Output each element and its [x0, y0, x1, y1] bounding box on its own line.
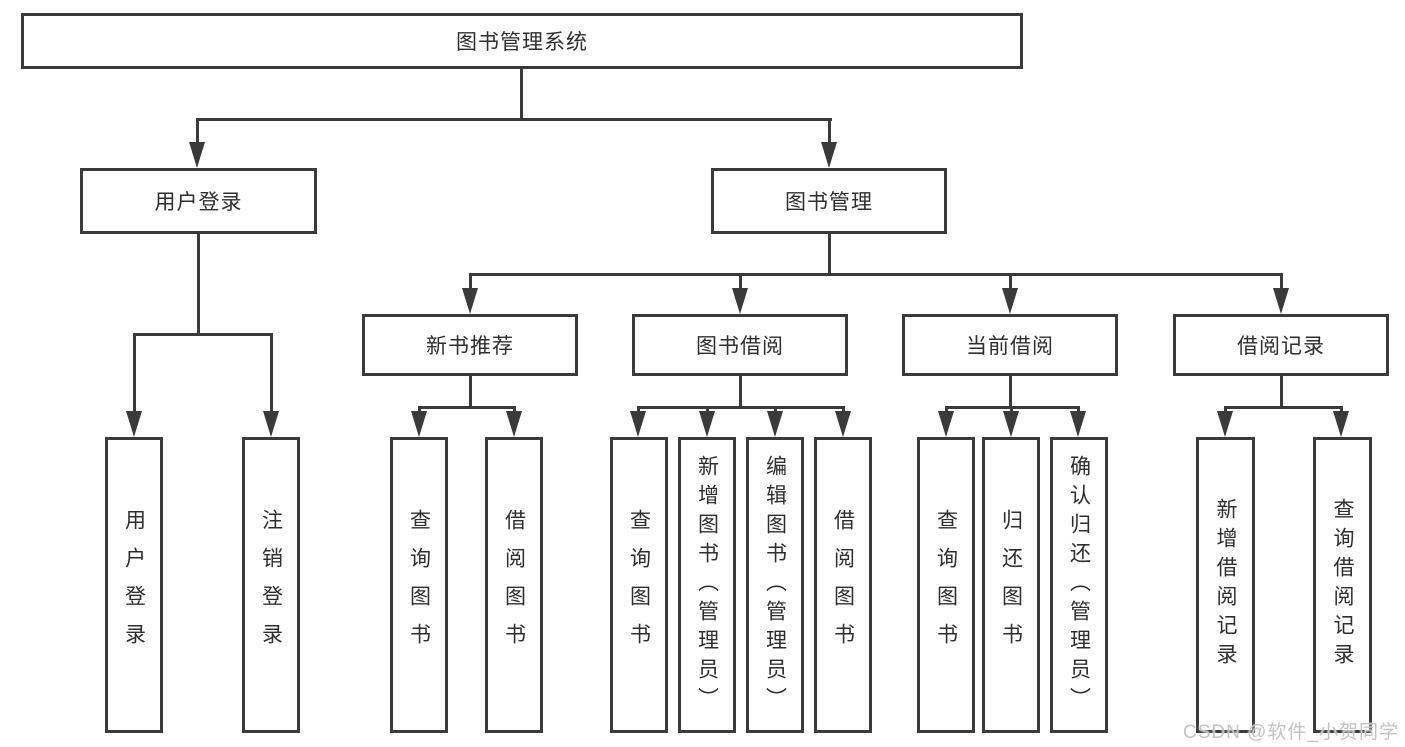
leaf-confirm-return-admin: 确认归还（管理员） [1050, 437, 1108, 733]
node-borrow-records: 借阅记录 [1173, 314, 1389, 376]
leaf-add-book-admin-label: 新增图书（管理员） [695, 454, 719, 716]
leaf-borrow-books-1: 借阅图书 [485, 437, 543, 733]
leaf-borrow-books-1-label: 借阅图书 [502, 509, 526, 661]
connector-line [196, 118, 832, 121]
connector-line [469, 273, 1283, 276]
node-new-book-recommend-label: 新书推荐 [426, 335, 514, 358]
connector-line [1009, 376, 1012, 409]
arrow-down-icon [1002, 288, 1018, 314]
arrow-down-icon [1070, 411, 1086, 437]
connector-line [1280, 376, 1283, 409]
node-user-login: 用户登录 [80, 168, 317, 234]
node-current-borrow-label: 当前借阅 [966, 335, 1054, 358]
node-book-borrow-label: 图书借阅 [696, 335, 784, 358]
leaf-edit-book-admin-label: 编辑图书（管理员） [763, 454, 787, 716]
arrow-down-icon [1217, 411, 1233, 437]
connector-line [133, 333, 273, 336]
connector-line [197, 234, 200, 336]
arrow-down-icon [699, 411, 715, 437]
arrow-down-icon [126, 411, 142, 437]
arrow-down-icon [411, 411, 427, 437]
connector-line [270, 333, 273, 417]
connector-line [196, 118, 199, 148]
leaf-borrow-books-2: 借阅图书 [814, 437, 872, 733]
node-root-label: 图书管理系统 [456, 31, 588, 54]
arrow-down-icon [821, 142, 837, 168]
connector-line [739, 273, 742, 293]
node-user-login-label: 用户登录 [154, 191, 243, 214]
leaf-query-borrow-record-label: 查询借阅记录 [1331, 498, 1354, 672]
leaf-add-book-admin: 新增图书（管理员） [678, 437, 736, 733]
node-book-borrow: 图书借阅 [632, 314, 848, 376]
connector-line [418, 406, 516, 409]
node-new-book-recommend: 新书推荐 [362, 314, 578, 376]
arrow-down-icon [1003, 411, 1019, 437]
arrow-down-icon [506, 411, 522, 437]
arrow-down-icon [1273, 288, 1289, 314]
leaf-edit-book-admin: 编辑图书（管理员） [746, 437, 804, 733]
connector-line [637, 406, 844, 409]
leaf-query-borrow-record: 查询借阅记录 [1313, 437, 1372, 733]
leaf-query-books-2-label: 查询图书 [627, 509, 651, 661]
leaf-logout-label: 注销登录 [259, 509, 283, 661]
node-root: 图书管理系统 [21, 13, 1023, 69]
arrow-down-icon [462, 288, 478, 314]
arrow-down-icon [938, 411, 954, 437]
node-borrow-records-label: 借阅记录 [1237, 335, 1325, 358]
csdn-watermark: CSDN @软件_小贺同学 [1183, 722, 1399, 743]
leaf-query-books-2: 查询图书 [610, 437, 668, 733]
connector-line [469, 376, 472, 409]
leaf-return-book: 归还图书 [982, 437, 1040, 733]
arrow-down-icon [263, 411, 279, 437]
leaf-query-books-3-label: 查询图书 [934, 509, 958, 661]
node-book-management: 图书管理 [711, 168, 947, 234]
leaf-user-login: 用户登录 [105, 437, 163, 733]
leaf-logout: 注销登录 [242, 437, 300, 733]
leaf-add-borrow-record: 新增借阅记录 [1196, 437, 1255, 733]
leaf-query-books-1-label: 查询图书 [407, 509, 431, 661]
connector-line [828, 234, 831, 275]
leaf-confirm-return-admin-label: 确认归还（管理员） [1067, 454, 1091, 716]
leaf-user-login-label: 用户登录 [122, 509, 146, 661]
leaf-return-book-label: 归还图书 [999, 509, 1023, 661]
connector-line [1009, 273, 1012, 293]
arrow-down-icon [767, 411, 783, 437]
leaf-borrow-books-2-label: 借阅图书 [831, 509, 855, 661]
connector-line [133, 333, 136, 417]
leaf-query-books-3: 查询图书 [917, 437, 975, 733]
connector-line [469, 273, 472, 293]
node-book-management-label: 图书管理 [785, 191, 873, 214]
arrow-down-icon [189, 142, 205, 168]
arrow-down-icon [630, 411, 646, 437]
arrow-down-icon [732, 288, 748, 314]
connector-line [739, 376, 742, 409]
node-current-borrow: 当前借阅 [902, 314, 1118, 376]
arrow-down-icon [1333, 411, 1349, 437]
connector-line [1280, 273, 1283, 293]
connector-line [1224, 406, 1342, 409]
leaf-add-borrow-record-label: 新增借阅记录 [1214, 498, 1237, 672]
arrow-down-icon [835, 411, 851, 437]
connector-line [520, 69, 523, 120]
connector-line [828, 118, 831, 148]
leaf-query-books-1: 查询图书 [390, 437, 448, 733]
